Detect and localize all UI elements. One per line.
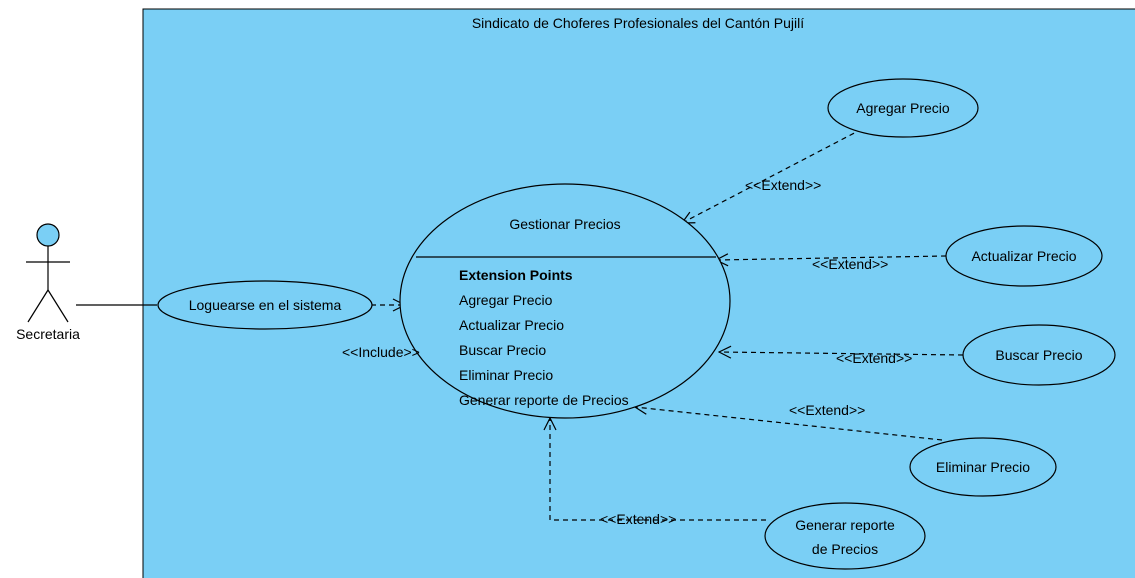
usecase-agregar-precio[interactable]: Agregar Precio — [827, 78, 979, 138]
actor-right-leg — [47, 289, 69, 323]
extension-point-item: Agregar Precio — [459, 292, 553, 308]
extend-arrow-buscar — [719, 352, 964, 355]
usecase-gestionar-label: Gestionar Precios — [509, 216, 620, 232]
usecase-loguearse-label: Loguearse en el sistema — [189, 297, 342, 313]
usecase-agregar-label: Agregar Precio — [856, 100, 950, 116]
usecase-actualizar-label: Actualizar Precio — [971, 248, 1076, 264]
usecase-eliminar-precio[interactable]: Eliminar Precio — [909, 437, 1057, 497]
usecase-generar-shape — [764, 502, 926, 570]
usecase-actualizar-shape — [945, 225, 1103, 287]
usecase-buscar-label: Buscar Precio — [995, 347, 1082, 363]
usecase-generar-label-line1: Generar reporte — [795, 517, 895, 533]
extend-arrow-actualizar — [716, 256, 947, 260]
extension-point-item: Buscar Precio — [459, 342, 546, 358]
extend-arrow-generar — [550, 418, 766, 521]
extend-arrow-agregar — [682, 128, 863, 223]
extend-arrow-eliminar — [635, 407, 943, 441]
usecase-buscar-precio[interactable]: Buscar Precio — [962, 324, 1116, 386]
extend-stereotype-label-actualizar: <<Extend>> — [812, 256, 888, 272]
extension-point-item: Eliminar Precio — [459, 367, 553, 383]
system-boundary-title: Sindicato de Choferes Profesionales del … — [472, 15, 804, 31]
extension-point-item: Actualizar Precio — [459, 317, 564, 333]
include-stereotype-label: <<Include>> — [342, 344, 420, 360]
usecase-eliminar-shape — [909, 437, 1057, 497]
usecase-generar-reporte[interactable]: Generar reporte de Precios — [764, 502, 926, 570]
usecase-agregar-shape — [827, 78, 979, 138]
extension-point-item: Generar reporte de Precios — [459, 392, 629, 408]
actor-label: Secretaria — [16, 326, 80, 342]
extend-stereotype-label-buscar: <<Extend>> — [836, 350, 912, 366]
usecase-loguearse-shape — [157, 280, 373, 330]
usecase-generar-label-line2: de Precios — [812, 541, 878, 557]
usecase-eliminar-label: Eliminar Precio — [936, 459, 1030, 475]
usecase-loguearse[interactable]: Loguearse en el sistema — [157, 280, 373, 330]
actor-head — [36, 223, 60, 247]
extend-stereotype-label-generar: <<Extend>> — [600, 511, 676, 527]
extend-stereotype-label-agregar: <<Extend>> — [745, 177, 821, 193]
usecase-buscar-shape — [962, 324, 1116, 386]
usecase-gestionar-precios[interactable]: Gestionar Precios Extension Points Agreg… — [399, 183, 731, 419]
extend-stereotype-label-eliminar: <<Extend>> — [789, 402, 865, 418]
usecase-actualizar-precio[interactable]: Actualizar Precio — [945, 225, 1103, 287]
usecase-gestionar-shape — [399, 183, 731, 419]
actor-left-leg — [27, 289, 49, 323]
extension-points-heading: Extension Points — [459, 267, 573, 283]
actor-secretaria[interactable]: Secretaria — [16, 223, 80, 342]
